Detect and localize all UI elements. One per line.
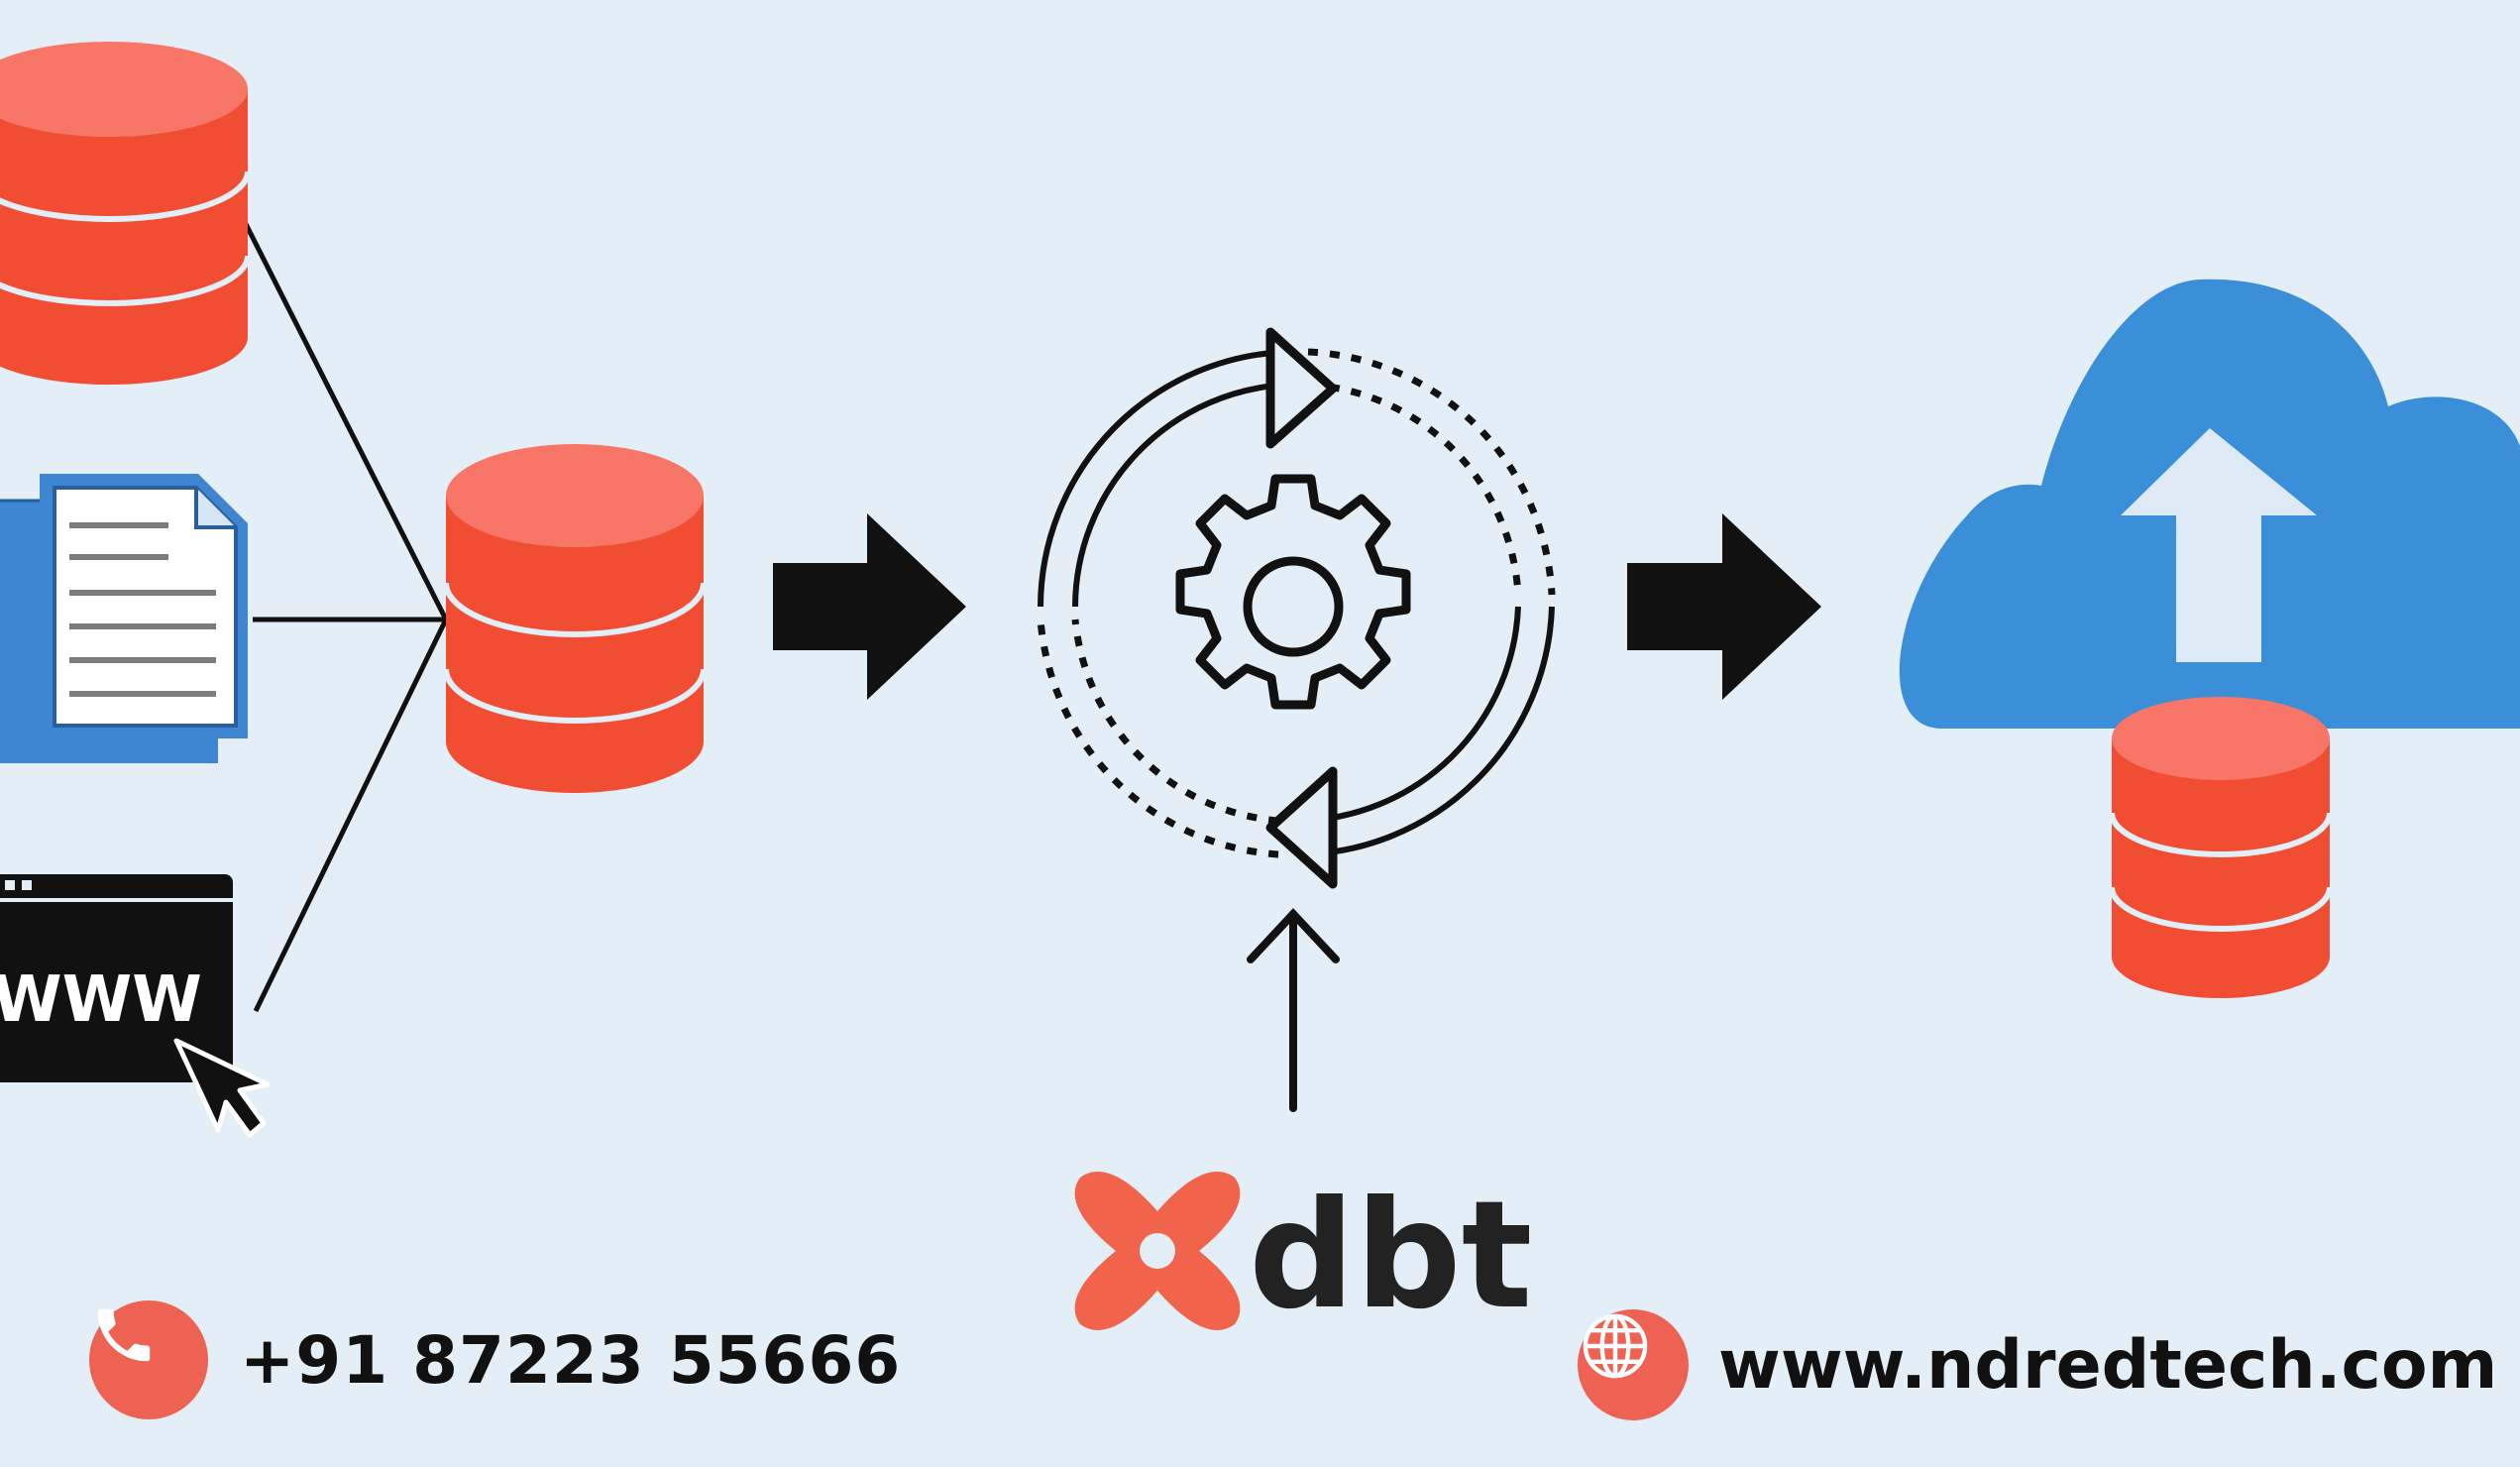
- globe-badge: [1578, 1309, 1689, 1420]
- source-connectors: [240, 216, 449, 1013]
- source-web-browser-icon: WWW: [0, 874, 271, 1138]
- input-arrow-icon: [1247, 908, 1340, 1112]
- phone-number[interactable]: +91 87223 55666: [240, 1321, 902, 1399]
- globe-icon: [1583, 1313, 1648, 1379]
- dbt-logo-icon: [1074, 1172, 1241, 1330]
- source-database-icon: [0, 42, 251, 385]
- website-url[interactable]: www.ndredtech.com: [1718, 1325, 2498, 1405]
- phone-badge: [89, 1300, 208, 1419]
- cloud-upload-icon: [1899, 279, 2520, 729]
- phone-icon: [97, 1308, 151, 1362]
- flow-arrow-icon: [1627, 513, 1821, 700]
- staging-database-icon: [443, 444, 707, 793]
- dbt-label: dbt: [1249, 1170, 1532, 1342]
- flow-arrow-icon: [773, 513, 966, 700]
- phone-contact[interactable]: +91 87223 55666: [89, 1300, 901, 1419]
- destination-database-icon: [2109, 697, 2333, 998]
- website-contact[interactable]: www.ndredtech.com: [1578, 1308, 2497, 1421]
- web-source-label: WWW: [0, 963, 202, 1037]
- source-document-icon: [0, 474, 248, 763]
- refresh-gear-icon: [1037, 327, 1556, 889]
